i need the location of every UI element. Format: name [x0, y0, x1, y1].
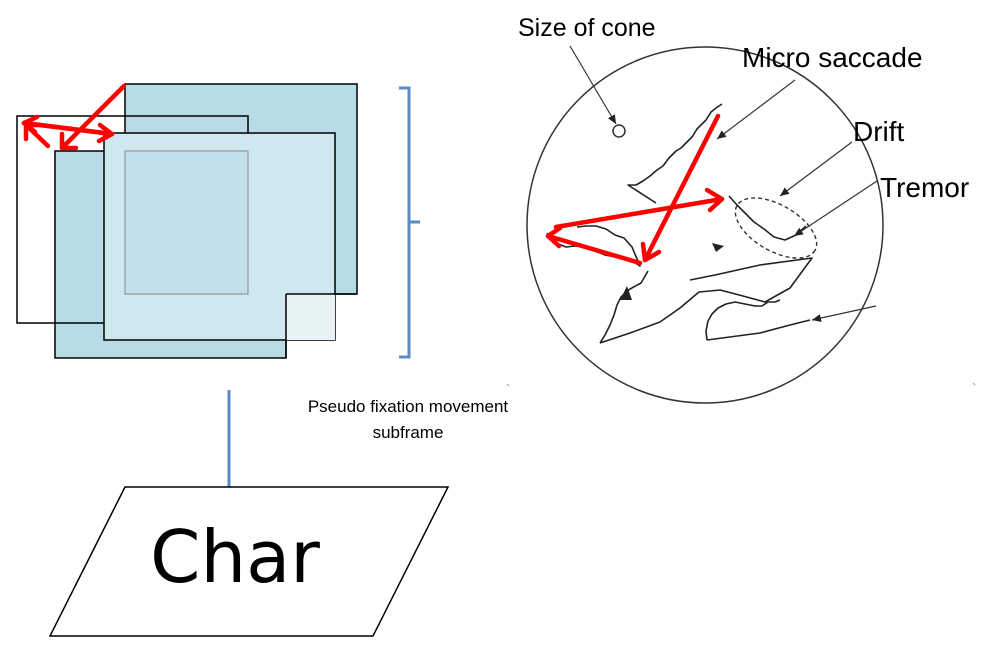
cone-pointer [569, 45, 617, 125]
external-pointer [811, 305, 877, 322]
subframe-movement-arrows [21, 83, 127, 151]
tick-mark-center [506, 383, 510, 387]
output-parallelogram [48, 486, 450, 637]
drift-label: Drift [853, 116, 905, 147]
drift-trace-upper [627, 103, 723, 204]
subframe-overlap-region [124, 150, 249, 295]
caption-line-1: Pseudo fixation movement [307, 397, 509, 416]
drift-trace-right [728, 195, 807, 241]
trace-arrowhead-upper [712, 243, 724, 252]
drift-trace-lower [599, 257, 813, 344]
saccade-arrow-down [640, 113, 721, 263]
micro-saccade-pointer [716, 79, 796, 140]
saccade-arrow-left [545, 225, 643, 266]
subframe-arrow-up-left [23, 122, 51, 149]
micro-saccade-label: Micro saccade [742, 42, 923, 73]
tick-mark-right [972, 382, 976, 386]
saccade-arrow-right [553, 187, 725, 230]
tremor-pointer [793, 180, 878, 237]
cone-circle [612, 124, 626, 138]
tremor-label: Tremor [880, 172, 970, 203]
trace-arrowhead-lower [620, 286, 632, 300]
drift-trace-bottom [705, 299, 811, 341]
saccade-arrows [545, 113, 725, 266]
caption: Pseudo fixation movement subframe [268, 394, 548, 446]
output-char-label: Char [150, 515, 320, 599]
drift-pointer [779, 141, 853, 197]
subframe-arrow-down-left [59, 83, 127, 151]
subframe-bracket [399, 86, 420, 359]
subframe-corner-light [286, 294, 335, 340]
drift-ellipse [734, 197, 818, 259]
subframe-stack [16, 83, 358, 359]
drift-traces [546, 103, 813, 344]
size-of-cone-label: Size of cone [518, 14, 656, 42]
fixation-diagram [526, 45, 884, 404]
caption-line-2: subframe [372, 423, 444, 442]
